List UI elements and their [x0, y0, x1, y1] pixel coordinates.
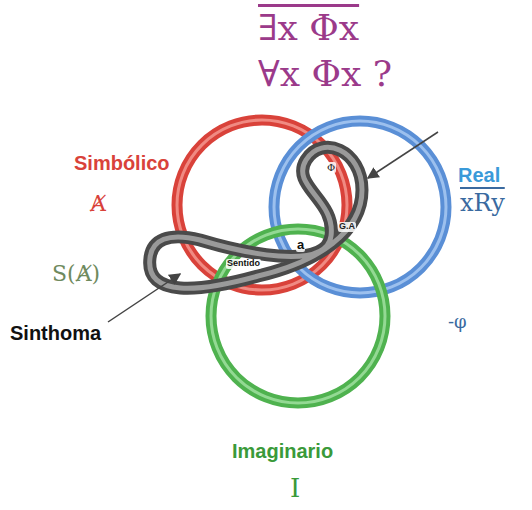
- symbol: -φ: [448, 312, 467, 332]
- symbol: I: [290, 474, 300, 503]
- symbol: xRy: [460, 190, 505, 216]
- region-symbol: Sentido: [226, 259, 261, 269]
- pointer-arrow: [368, 132, 438, 178]
- formula: ∃x Φx: [258, 8, 359, 48]
- region-symbol: a: [296, 238, 305, 252]
- sinthome-ribbon: [150, 147, 362, 288]
- ring-name: Imaginario: [232, 440, 333, 462]
- ring-name: Sinthoma: [10, 322, 101, 344]
- symbol: Ⱥ: [90, 192, 106, 216]
- ring-name: Simbólico: [74, 152, 170, 174]
- region-symbol: Φ: [326, 162, 336, 173]
- symbol: S(Ⱥ): [52, 262, 100, 286]
- ring-name: Real: [458, 164, 500, 186]
- region-symbol: G.A: [338, 222, 356, 232]
- formula: ∀x Φx ?: [258, 54, 392, 94]
- pointer-arrow: [108, 274, 180, 322]
